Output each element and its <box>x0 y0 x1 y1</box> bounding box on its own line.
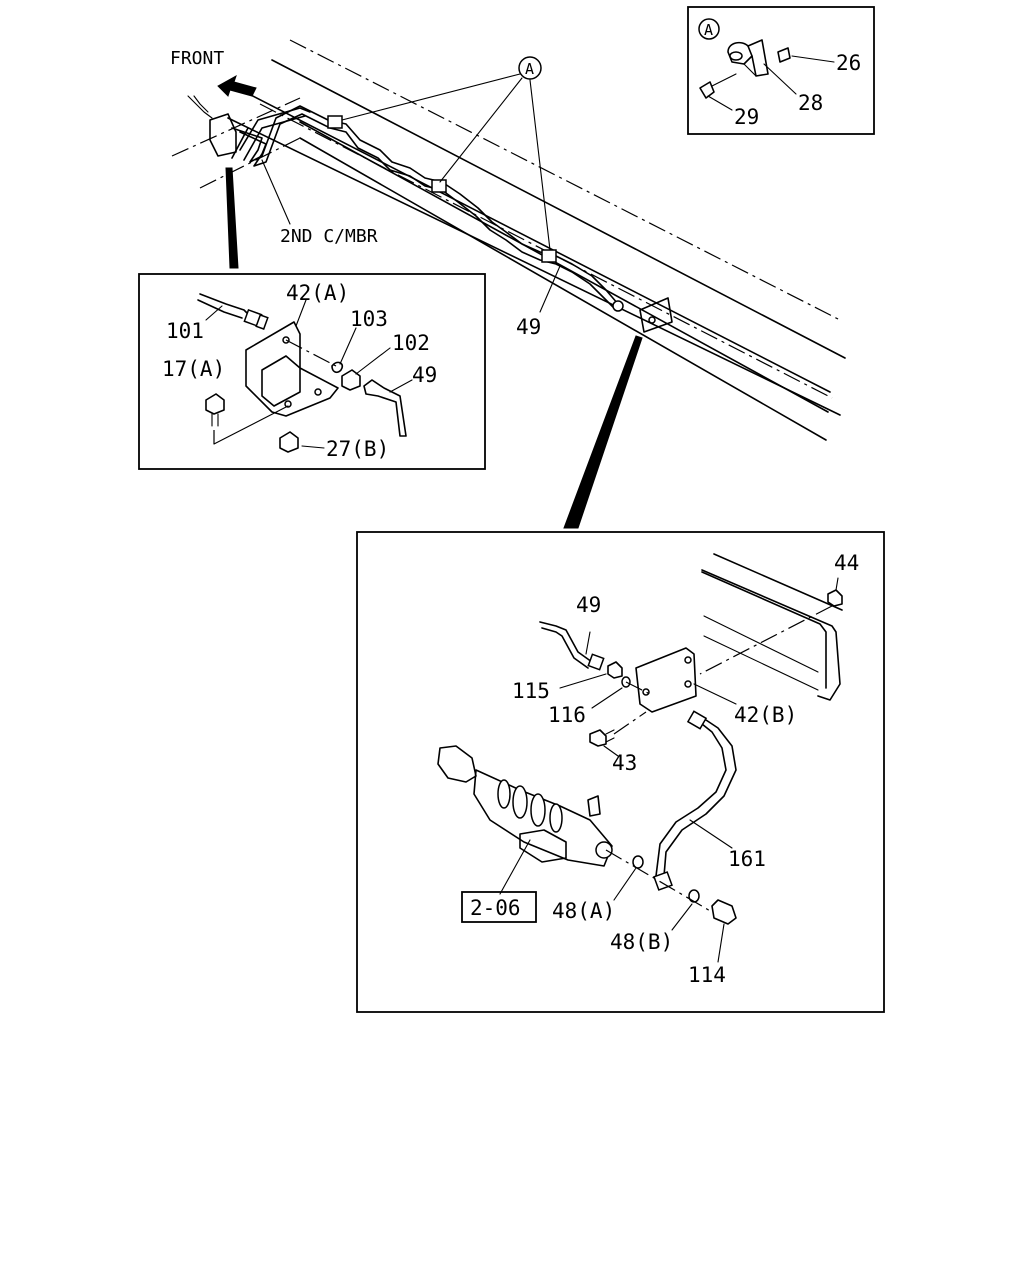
part-102-label: 102 <box>392 331 430 355</box>
bracket-42b-icon <box>635 647 697 713</box>
pipe-49-end-icon <box>363 379 407 437</box>
nut-44-icon <box>827 589 843 607</box>
bolt-17a-icon <box>205 393 225 415</box>
nut-102-icon <box>341 369 361 391</box>
part-116-label: 116 <box>548 703 586 727</box>
part-26-label: 26 <box>836 51 861 75</box>
callout-a-label: A <box>525 60 534 78</box>
part-42b-label: 42(B) <box>734 703 797 727</box>
master-cylinder-icon <box>473 769 613 867</box>
lower-inset-frame <box>356 531 885 1013</box>
part-43-label: 43 <box>612 751 637 775</box>
clip-3 <box>541 249 557 263</box>
bolt-29-icon <box>699 81 715 99</box>
part-27b-label: 27(B) <box>326 437 389 461</box>
crossmember-label: 2ND C/MBR <box>280 226 378 247</box>
callout-a <box>341 56 551 251</box>
front-arrow-icon <box>217 74 257 97</box>
ref-206-label: 2-06 <box>470 896 521 920</box>
nut-26-icon <box>777 47 791 63</box>
part-17a-label: 17(A) <box>162 357 225 381</box>
clip-1 <box>327 115 343 129</box>
left-inset-frame <box>138 273 486 470</box>
clip-103-icon <box>331 361 344 374</box>
part-161-label: 161 <box>728 847 766 871</box>
part-115-label: 115 <box>512 679 550 703</box>
part-28-label: 28 <box>798 91 823 115</box>
inset-a-clip <box>698 18 835 111</box>
front-label: FRONT <box>170 48 224 69</box>
part-44-label: 44 <box>834 551 859 575</box>
part-101-label: 101 <box>166 319 204 343</box>
inset-a-marker: A <box>704 21 713 39</box>
nut-27b-icon <box>279 431 299 453</box>
part-114-label: 114 <box>688 963 726 987</box>
left-inset-parts <box>197 293 413 453</box>
washer-48b-icon <box>688 889 700 903</box>
callout-a-circle <box>518 56 542 80</box>
frame-rail <box>171 39 846 441</box>
rear-bracket <box>639 297 673 333</box>
lower-inset-parts <box>437 553 843 963</box>
part-103-label: 103 <box>350 307 388 331</box>
ref-206-box <box>461 891 537 923</box>
part-42a-label: 42(A) <box>286 281 349 305</box>
washer-48a-icon <box>632 855 644 869</box>
pointer-to-left-inset <box>225 167 239 269</box>
bracket-42a-icon <box>245 321 339 417</box>
part-49-main-label: 49 <box>516 315 541 339</box>
front-hose-bracket <box>187 95 237 157</box>
clevis-icon <box>437 745 477 783</box>
pointer-to-lower-inset <box>563 335 643 529</box>
pipe-clips <box>327 115 557 263</box>
part-49-bottom-label: 49 <box>576 593 601 617</box>
flare-nut-115-icon <box>607 661 623 679</box>
clip-2 <box>431 179 447 193</box>
part-29-label: 29 <box>734 105 759 129</box>
bolt-114-icon <box>711 899 737 925</box>
part-48a-label: 48(A) <box>552 899 615 923</box>
part-49-left-label: 49 <box>412 363 437 387</box>
part-48b-label: 48(B) <box>610 930 673 954</box>
inset-a-frame <box>687 6 875 135</box>
bolt-43-icon <box>589 729 607 747</box>
